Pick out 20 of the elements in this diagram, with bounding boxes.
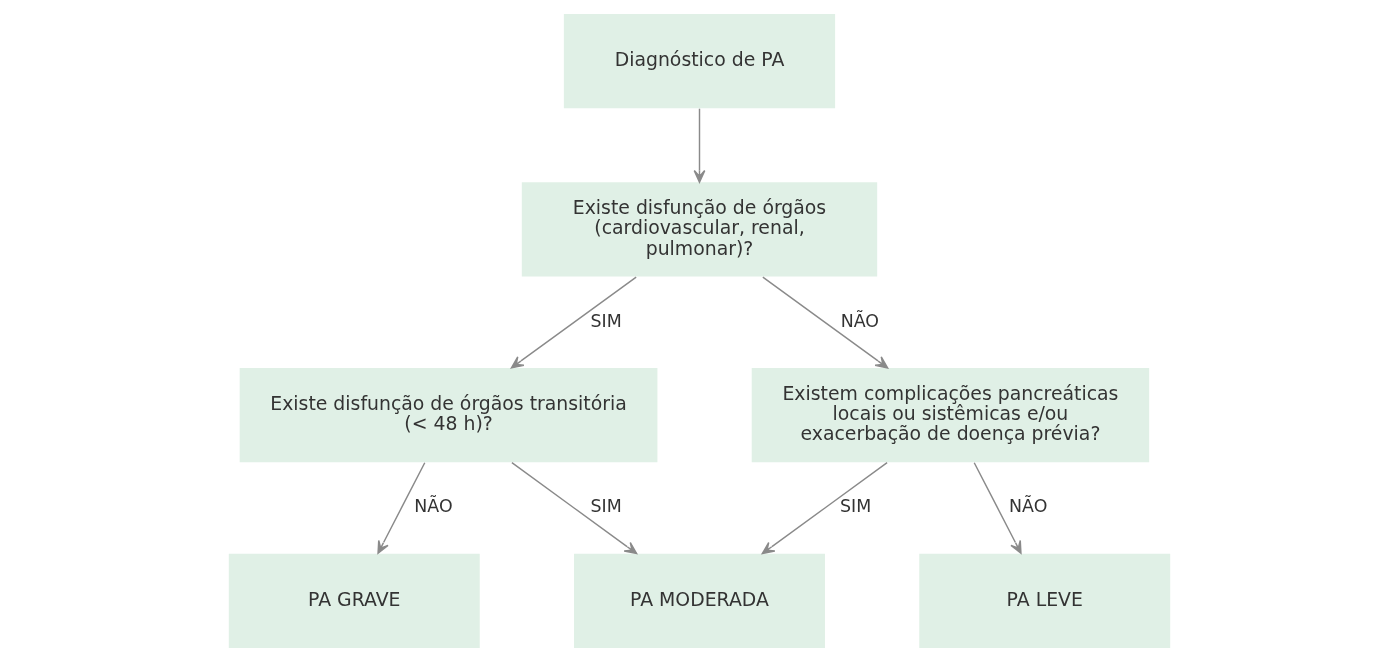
node-box: Diagnóstico de PA — [563, 14, 836, 109]
arrow — [511, 462, 638, 555]
node-box: PA LEVE — [919, 553, 1171, 648]
node-box: Existe disfunção de órgãos transitória (< 48 h)? — [239, 368, 658, 463]
edge-label: SIM — [590, 496, 622, 517]
edge-label: NÃO — [1009, 496, 1048, 517]
edge-label: NÃO — [414, 496, 453, 517]
node-box: PA GRAVE — [228, 553, 480, 648]
arrow — [973, 462, 1022, 554]
arrow — [377, 462, 426, 554]
edge-label: SIM — [590, 310, 622, 331]
edge-label: SIM — [839, 496, 872, 517]
node-box: PA MODERADA — [574, 553, 825, 648]
arrow — [693, 108, 706, 183]
arrow — [762, 276, 889, 369]
edge-label: NÃO — [840, 310, 880, 331]
node-box: Existem complicações pancreáticas locais ou sistêmicas e/ou exacerbação de doença prévia? — [751, 368, 1150, 463]
node-box: Existe disfunção de órgãos (cardiovascular, renal, pulmonar)? — [521, 182, 878, 277]
arrow — [761, 462, 888, 555]
arrow — [510, 276, 637, 369]
